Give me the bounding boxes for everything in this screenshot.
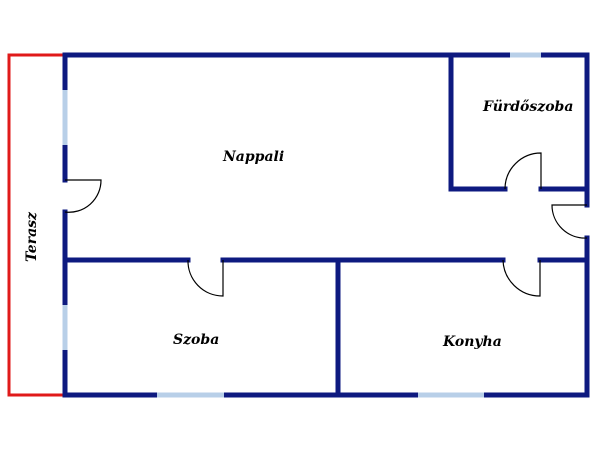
outer-walls [62,52,590,398]
room-label-terasz: Terasz [24,211,40,262]
inner-walls [62,52,590,398]
doors [64,152,588,297]
door-entrance-left [64,179,102,213]
door-bedroom [187,259,224,297]
room-label-konyha: Konyha [442,334,502,350]
door-bathroom [504,152,542,190]
door-entrance-right [551,204,588,239]
room-label-szoba: Szoba [173,332,219,348]
door-kitchen [502,259,541,297]
windows [62,52,541,398]
room-label-nappali: Nappali [222,149,284,165]
room-label-furdoszoba: Fürdőszoba [482,99,573,115]
terrace-outline [7,53,65,397]
